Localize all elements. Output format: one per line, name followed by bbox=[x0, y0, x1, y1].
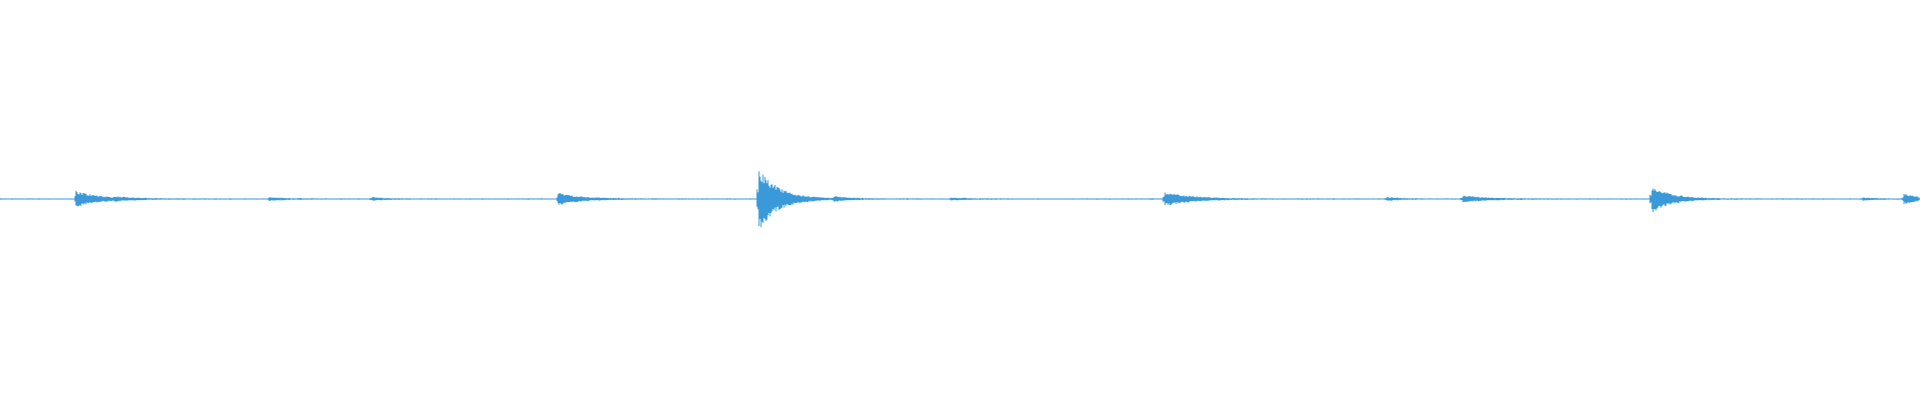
waveform-trace bbox=[0, 171, 1920, 228]
